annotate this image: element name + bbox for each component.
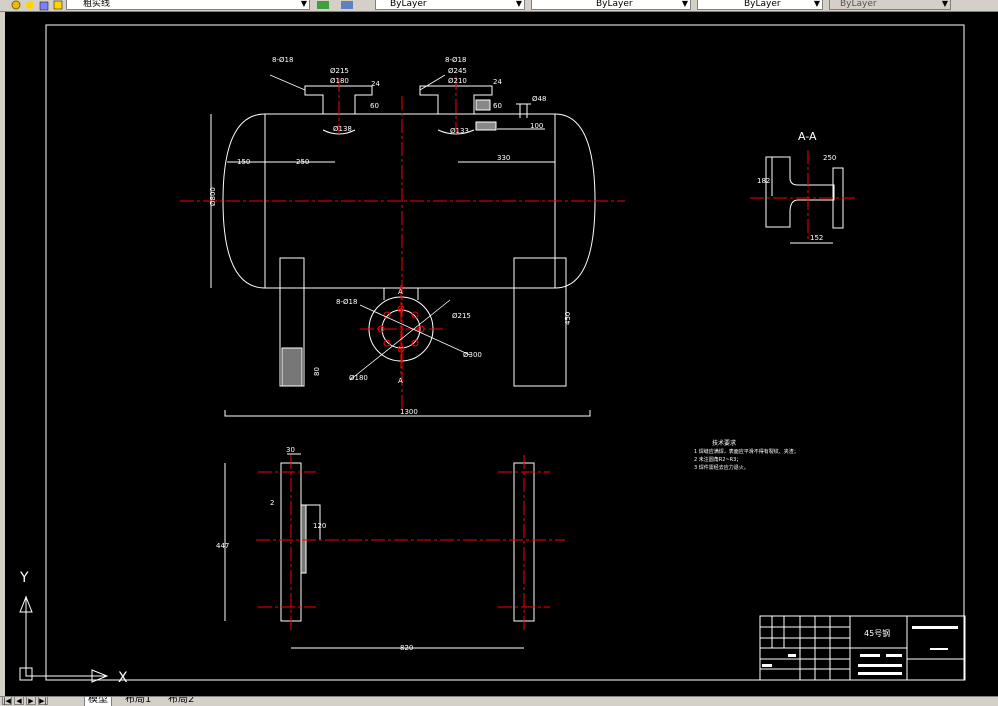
last-tab-icon[interactable]: ▶| xyxy=(38,697,48,705)
chevron-down-icon: ▼ xyxy=(300,0,307,8)
dim-label: 30 xyxy=(286,446,295,454)
dim-label: 447 xyxy=(216,542,229,550)
first-tab-icon[interactable]: |◀ xyxy=(2,697,12,705)
center-lines xyxy=(180,76,855,630)
drawing-border xyxy=(45,24,965,681)
color-value: ByLayer xyxy=(390,0,427,9)
layer-name: 粗实线 xyxy=(83,0,111,9)
next-tab-icon[interactable]: ▶ xyxy=(26,697,36,705)
dim-label: Ø300 xyxy=(463,351,482,359)
notes-line: 1 焊缝应满焊，表面应平滑不得有裂纹、夹渣； xyxy=(694,448,799,455)
sun-icon[interactable] xyxy=(24,0,36,9)
linetype-value: ByLayer xyxy=(596,0,633,9)
dim-label: 450 xyxy=(564,312,572,325)
dim-label: 80 xyxy=(313,367,321,376)
layer-color-icon[interactable] xyxy=(52,0,64,10)
dim-label: 60 xyxy=(370,102,379,110)
section-title: A-A xyxy=(798,130,817,143)
linetype-dropdown[interactable]: ByLayer ▼ xyxy=(531,0,691,10)
section-mark: A xyxy=(398,288,403,296)
dim-label: 182 xyxy=(757,177,770,185)
notes-line: 3 焊件需经去应力退火。 xyxy=(694,464,749,471)
tab-model[interactable]: 模型 xyxy=(84,697,112,706)
ucs-icon xyxy=(19,595,109,683)
dim-label: 820 xyxy=(400,644,413,652)
material-label: 45号钢 xyxy=(864,628,890,638)
dim-label: 152 xyxy=(810,234,823,242)
chevron-down-icon: ▼ xyxy=(941,0,948,8)
dim-label: Ø215 xyxy=(452,312,471,320)
small-pipe xyxy=(516,103,531,118)
dim-label: 24 xyxy=(493,78,502,86)
dim-label: 330 xyxy=(497,154,510,162)
support-right xyxy=(513,257,567,387)
notes-title: 技术要求 xyxy=(712,439,736,447)
dim-label: Ø215 xyxy=(330,67,349,75)
dim-label: 100 xyxy=(530,122,543,130)
plotstyle-value: ByLayer xyxy=(840,0,877,9)
vessel-shell xyxy=(265,113,555,289)
dim-label: Ø180 xyxy=(349,374,368,382)
lineweight-value: ByLayer xyxy=(744,0,781,9)
dim-label: Ø245 xyxy=(448,67,467,75)
flange-holes xyxy=(377,305,425,353)
dim-label: Ø133 xyxy=(450,127,469,135)
dim-label: Ø48 xyxy=(532,95,546,103)
color-dropdown[interactable]: ByLayer ▼ xyxy=(375,0,525,10)
make-current-icon[interactable] xyxy=(316,0,329,9)
tab-layout1[interactable]: 布局1 xyxy=(122,697,155,706)
drawing-canvas[interactable]: 8-Ø18 Ø215 Ø180 24 60 Ø138 8-Ø18 Ø245 Ø2… xyxy=(5,12,998,696)
layer-dropdown[interactable]: 粗实线 ▼ xyxy=(66,0,310,10)
chevron-down-icon: ▼ xyxy=(813,0,820,8)
prev-tab-icon[interactable]: ◀ xyxy=(14,697,24,705)
dim-label: 120 xyxy=(313,522,326,530)
dim-label: Ø800 xyxy=(209,187,217,206)
dim-label: Ø138 xyxy=(333,125,352,133)
notes-line: 2 未注圆角R2~R3； xyxy=(694,456,741,463)
dim-label: 24 xyxy=(371,80,380,88)
section-mark: A xyxy=(398,377,403,385)
chevron-down-icon: ▼ xyxy=(515,0,522,8)
cad-drawing: 8-Ø18 Ø215 Ø180 24 60 Ø138 8-Ø18 Ø245 Ø2… xyxy=(19,24,966,686)
dim-label: 150 xyxy=(237,158,250,166)
plotstyle-dropdown[interactable]: ByLayer ▼ xyxy=(829,0,951,10)
section-aa xyxy=(765,156,835,228)
dim-label: 60 xyxy=(493,102,502,110)
dim-label: 250 xyxy=(296,158,309,166)
tab-layout2[interactable]: 布局2 xyxy=(165,697,198,706)
dim-label: 8-Ø18 xyxy=(336,298,357,306)
dim-label: 1300 xyxy=(400,408,418,416)
dim-label: Ø180 xyxy=(330,77,349,85)
layer-state-icon[interactable] xyxy=(10,0,22,10)
lineweight-dropdown[interactable]: ByLayer ▼ xyxy=(697,0,823,10)
layer-previous-icon[interactable] xyxy=(340,0,353,9)
dim-label: 2 xyxy=(270,499,274,507)
lock-icon[interactable] xyxy=(38,0,50,11)
chevron-down-icon: ▼ xyxy=(681,0,688,8)
ucs-y-label: Y xyxy=(19,570,29,586)
dim-label: 8-Ø18 xyxy=(272,56,293,64)
dim-label: 250 xyxy=(823,154,836,162)
dim-label: 8-Ø18 xyxy=(445,56,466,64)
properties-toolbar: 粗实线 ▼ ByLayer ▼ ByLayer ▼ ByLayer ▼ ByLa… xyxy=(0,0,998,12)
ucs-x-label: X xyxy=(118,670,128,686)
dim-label: Ø210 xyxy=(448,77,467,85)
